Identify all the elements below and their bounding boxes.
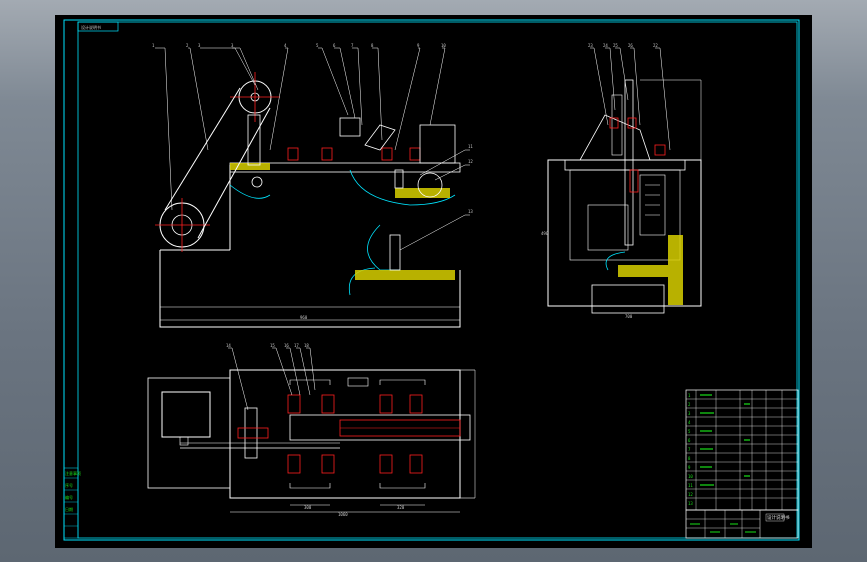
plan-dim-bottom: 1060 [338,512,348,517]
parts-row-num: 12 [688,492,693,497]
title-block-name: 设计说明书 [767,514,790,521]
balloon: 10 [441,43,446,48]
balloon: 17 [294,343,299,348]
front-hatch-1 [395,188,450,198]
front-balloons: 1 2 3 3 4 5 6 7 8 9 10 11 12 13 [152,43,473,214]
balloon: 7 [351,43,354,48]
front-roller [417,172,443,198]
parts-row-num: 11 [688,483,693,488]
parts-row-num: 2 [688,402,691,407]
parts-row-num: 13 [688,501,693,506]
parts-row-num: 4 [688,420,691,425]
note-label: 日期 [65,506,73,512]
balloon: 26 [628,43,633,48]
outer-frame [63,19,800,541]
balloon: 18 [304,343,309,348]
note-label: 注意事项 [65,470,81,476]
plan-balloons: 14 15 16 17 18 [226,343,309,348]
balloon: 3 [231,43,234,48]
plan-dim-a: 300 [304,505,312,510]
side-view: 700 490 [541,47,702,319]
balloon: 24 [603,43,608,48]
title-block: 设计说明书 [685,509,799,539]
balloon: 25 [613,43,618,48]
balloon: 14 [226,343,231,348]
side-hatch-2 [668,235,683,305]
note-label: 编号 [65,494,73,500]
balloon: 8 [371,43,374,48]
parts-row-num: 8 [688,456,691,461]
balloon: 15 [270,343,275,348]
balloon: 16 [284,343,289,348]
balloon: 3 [198,43,201,48]
top-label-box [77,21,119,32]
balloon: 9 [417,43,420,48]
front-base-outline [159,250,461,328]
note-label: 序号 [65,482,73,488]
balloon: 1 [152,43,155,48]
balloon: 22 [653,43,658,48]
parts-row-num: 1 [688,393,691,398]
parts-row-num: 3 [688,411,691,416]
balloon: 23 [588,43,593,48]
plan-motor [161,391,211,438]
plan-view: 1060 300 320 [147,347,476,517]
parts-table: 1 2 3 4 5 6 7 8 9 10 11 12 13 [685,389,799,511]
balloon: 13 [468,209,473,214]
front-dim-text: 960 [300,315,308,320]
left-notes-block: 注意事项 序号 编号 日期 [63,467,81,539]
side-balloons: 23 24 25 26 22 [588,43,658,48]
parts-row-num: 7 [688,447,691,452]
parts-row-num: 6 [688,438,691,443]
parts-row-num: 9 [688,465,691,470]
parts-row-num: 5 [688,429,691,434]
front-hatch-2 [355,270,455,280]
plan-dim-b: 320 [397,505,405,510]
balloon: 2 [186,43,189,48]
front-view: 960 [155,47,470,328]
inner-frame [77,21,798,539]
side-dim-left: 490 [541,231,549,236]
balloon: 6 [333,43,336,48]
balloon: 11 [468,144,473,149]
top-label-text: 设计说明书 [81,24,101,30]
balloon: 5 [316,43,319,48]
plan-table [229,369,461,499]
side-dim-bottom: 700 [625,314,633,319]
balloon: 4 [284,43,287,48]
plan-motor-outline [147,377,231,489]
parts-row-num: 10 [688,474,693,479]
balloon: 12 [468,159,473,164]
side-hatch-1 [618,265,668,277]
